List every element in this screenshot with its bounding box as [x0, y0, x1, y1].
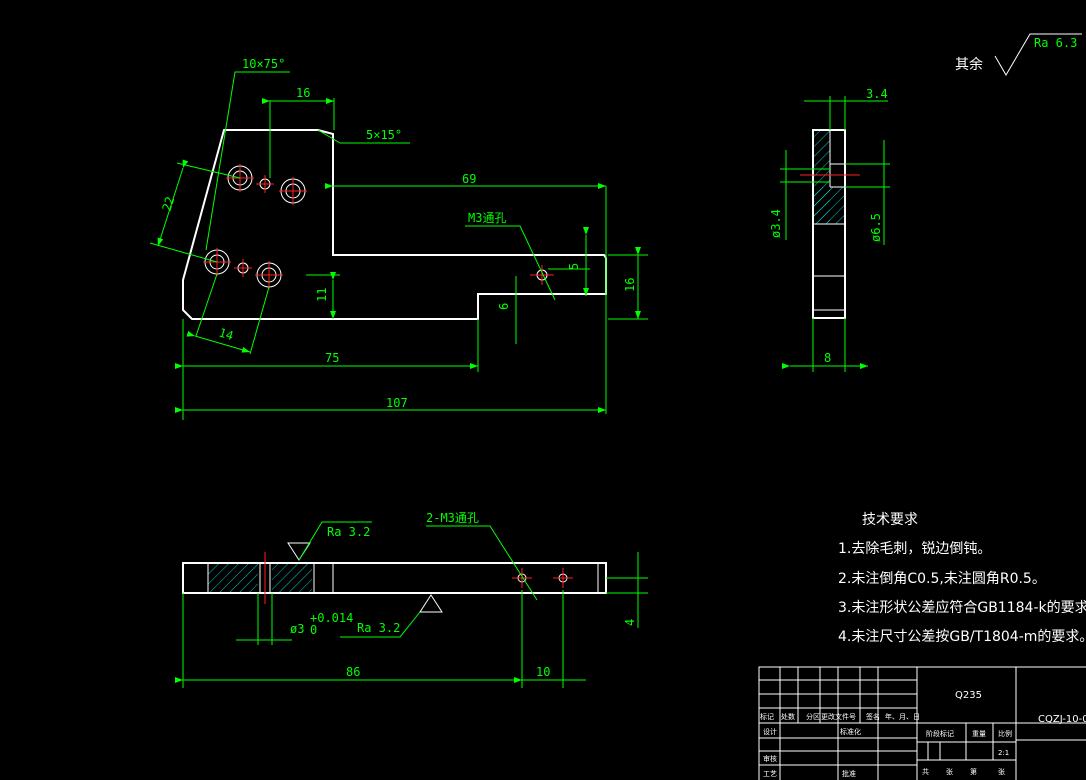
dia-3-4: ø3.4 [769, 209, 783, 238]
tech-req-item-3: 3.未注形状公差应符合GB1184-k的要求。 [838, 599, 1086, 616]
dim-8: 8 [824, 351, 831, 365]
holes-note-2-m3: 2-M3通孔 [426, 511, 479, 525]
tb-weight: 重量 [972, 730, 986, 738]
side-view-dimensions [780, 96, 890, 372]
dia-6-5: ø6.5 [869, 213, 883, 242]
tb-approve: 批准 [842, 769, 856, 778]
front-centerlines [264, 552, 573, 604]
surface-roughness-note: 其余 Ra 6.3 [955, 33, 1082, 76]
dim-22: 22 [160, 195, 178, 213]
tb-sign: 签名 [866, 712, 880, 721]
tb-change-doc: 更改文件号 [821, 712, 856, 721]
tb-sheets-total: 共 [922, 767, 929, 776]
dim-chamfer-small: 5×15° [366, 128, 402, 142]
roughness-value: Ra 6.3 [1034, 36, 1077, 50]
tb-design: 设计 [763, 727, 777, 736]
dim-75: 75 [325, 351, 339, 365]
dim-4: 4 [623, 619, 637, 626]
other-surfaces-label: 其余 [955, 56, 983, 73]
tb-sheet-no: 第 [970, 767, 977, 776]
side-view: 3.4 ø3.4 ø6.5 8 [769, 87, 890, 372]
top-view-outline [182, 129, 607, 320]
tb-count: 处数 [781, 712, 795, 721]
tb-sheet-word: 张 [946, 767, 953, 776]
tech-req-item-4: 4.未注尺寸公差按GB/T1804-m的要求。 [838, 629, 1086, 645]
dim-6: 6 [497, 303, 511, 310]
dim-11: 11 [315, 288, 329, 302]
tech-req-item-2: 2.未注倒角C0.5,未注圆角R0.5。 [838, 571, 1046, 587]
tb-sheet-word-2: 张 [998, 767, 1005, 776]
side-hatch-2 [814, 187, 844, 224]
technical-requirements: 技术要求 1.去除毛刺，锐边倒钝。 2.未注倒角C0.5,未注圆角R0.5。 3… [838, 512, 1086, 645]
tb-scale: 2:1 [998, 749, 1009, 757]
roughness-symbol [994, 33, 1082, 76]
title-block: 标记 处数 分区 更改文件号 签名 年、月、日 设计 标准化 审核 工艺 批准 … [758, 666, 1086, 780]
title-block-grid [759, 667, 1016, 780]
tb-ratio: 比例 [998, 729, 1012, 738]
front-hatch-1 [208, 564, 258, 592]
tb-material: Q235 [955, 690, 982, 701]
dim-69: 69 [462, 172, 476, 186]
dim-107: 107 [386, 396, 408, 410]
hole-note-m3: M3通孔 [468, 211, 506, 225]
tol-lower: 0 [310, 623, 317, 637]
front-view-dimensions [175, 525, 648, 688]
dim-14: 14 [217, 325, 235, 343]
dim-3-4-top: 3.4 [866, 87, 888, 101]
dim-16-right: 16 [623, 278, 637, 292]
tb-zone: 分区 [806, 712, 820, 721]
tb-process: 工艺 [763, 770, 777, 778]
top-view: 10×75° 16 5×15° 69 22 M3通孔 5 16 6 11 14 … [149, 57, 648, 420]
dim-10: 10 [536, 665, 550, 679]
front-ra-bottom: Ra 3.2 [357, 621, 400, 635]
tol-upper: +0.014 [310, 611, 353, 625]
tech-req-title: 技术要求 [862, 512, 918, 528]
dim-86: 86 [346, 665, 360, 679]
tech-req-item-1: 1.去除毛刺，锐边倒钝。 [838, 541, 991, 557]
front-ra-top: Ra 3.2 [327, 525, 370, 539]
tb-drawing-number: CQZJ-10-0 [1038, 714, 1086, 725]
tb-stage-mark: 阶段标记 [926, 729, 954, 738]
dia-3: ø3 [290, 622, 304, 636]
dim-16-top: 16 [296, 86, 310, 100]
front-view: Ra 3.2 Ra 3.2 2-M3通孔 ø3 +0.014 0 4 86 10 [175, 511, 648, 688]
tb-date: 年、月、日 [885, 712, 920, 721]
tb-review: 审核 [763, 754, 777, 763]
dim-5: 5 [567, 263, 581, 270]
tb-mark: 标记 [760, 712, 774, 721]
tb-standardization: 标准化 [840, 727, 861, 736]
front-hatch-2 [272, 564, 312, 592]
top-view-dimensions [149, 71, 648, 420]
dim-chamfer-large: 10×75° [242, 57, 285, 71]
